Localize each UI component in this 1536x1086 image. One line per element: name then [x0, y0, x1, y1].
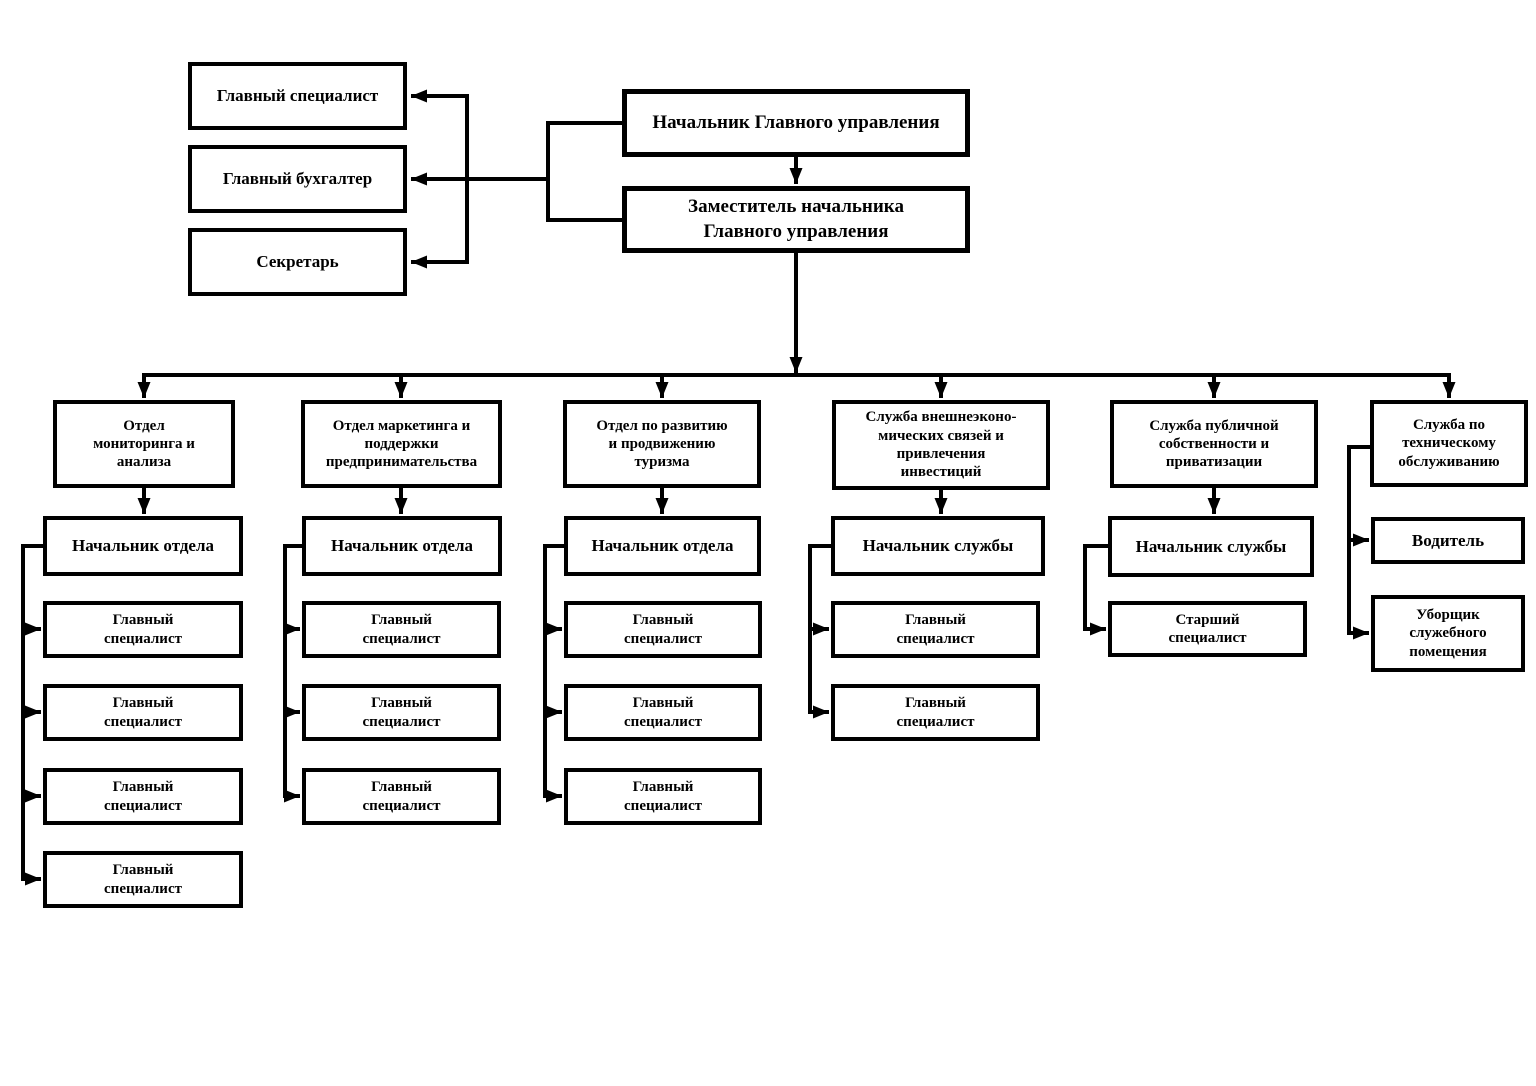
specialist-box-4-2: Главный специалист [831, 684, 1040, 741]
specialist-box-1-4: Главный специалист [43, 851, 243, 908]
specialist-box-1-2: Главный специалист [43, 684, 243, 741]
dept-box-monitoring: Отдел мониторинга и анализа [53, 400, 235, 488]
staff-box-chief-specialist: Главный специалист [188, 62, 407, 130]
dept-box-foreign-economic: Служба внешнеэконо- мических связей и пр… [832, 400, 1050, 490]
specialist-box-4-1: Главный специалист [831, 601, 1040, 658]
elbow-col4 [808, 544, 833, 714]
specialist-box-3-1: Главный специалист [564, 601, 762, 658]
dept-box-marketing: Отдел маркетинга и поддержки предпринима… [301, 400, 502, 488]
manager-box-2: Начальник отдела [302, 516, 502, 576]
elbow-col1 [21, 544, 45, 881]
specialist-box-3-2: Главный специалист [564, 684, 762, 741]
specialist-box-2-2: Главный специалист [302, 684, 501, 741]
elbow-col3 [543, 544, 566, 798]
elbow-col2 [283, 544, 304, 798]
specialist-box-2-3: Главный специалист [302, 768, 501, 825]
head-box: Начальник Главного управления [622, 89, 970, 157]
senior-specialist-box: Старший специалист [1108, 601, 1307, 657]
cleaner-box: Уборщик служебного помещения [1371, 595, 1525, 672]
bracket-head-deputy [546, 121, 624, 222]
manager-box-3: Начальник отдела [564, 516, 761, 576]
specialist-box-2-1: Главный специалист [302, 601, 501, 658]
staff-box-chief-accountant: Главный бухгалтер [188, 145, 407, 213]
driver-box: Водитель [1371, 517, 1525, 564]
manager-box-1: Начальник отдела [43, 516, 243, 576]
specialist-box-3-3: Главный специалист [564, 768, 762, 825]
deputy-box: Заместитель начальника Главного управлен… [622, 186, 970, 253]
staff-box-secretary: Секретарь [188, 228, 407, 296]
specialist-box-1-1: Главный специалист [43, 601, 243, 658]
manager-box-4: Начальник службы [831, 516, 1045, 576]
dept-box-public-property: Служба публичной собственности и привати… [1110, 400, 1318, 488]
dept-box-technical-service: Служба по техническому обслуживанию [1370, 400, 1528, 487]
manager-box-5: Начальник службы [1108, 516, 1314, 577]
elbow-col6 [1347, 445, 1372, 635]
elbow-col5 [1083, 544, 1110, 631]
specialist-box-1-3: Главный специалист [43, 768, 243, 825]
dept-box-tourism: Отдел по развитию и продвижению туризма [563, 400, 761, 488]
